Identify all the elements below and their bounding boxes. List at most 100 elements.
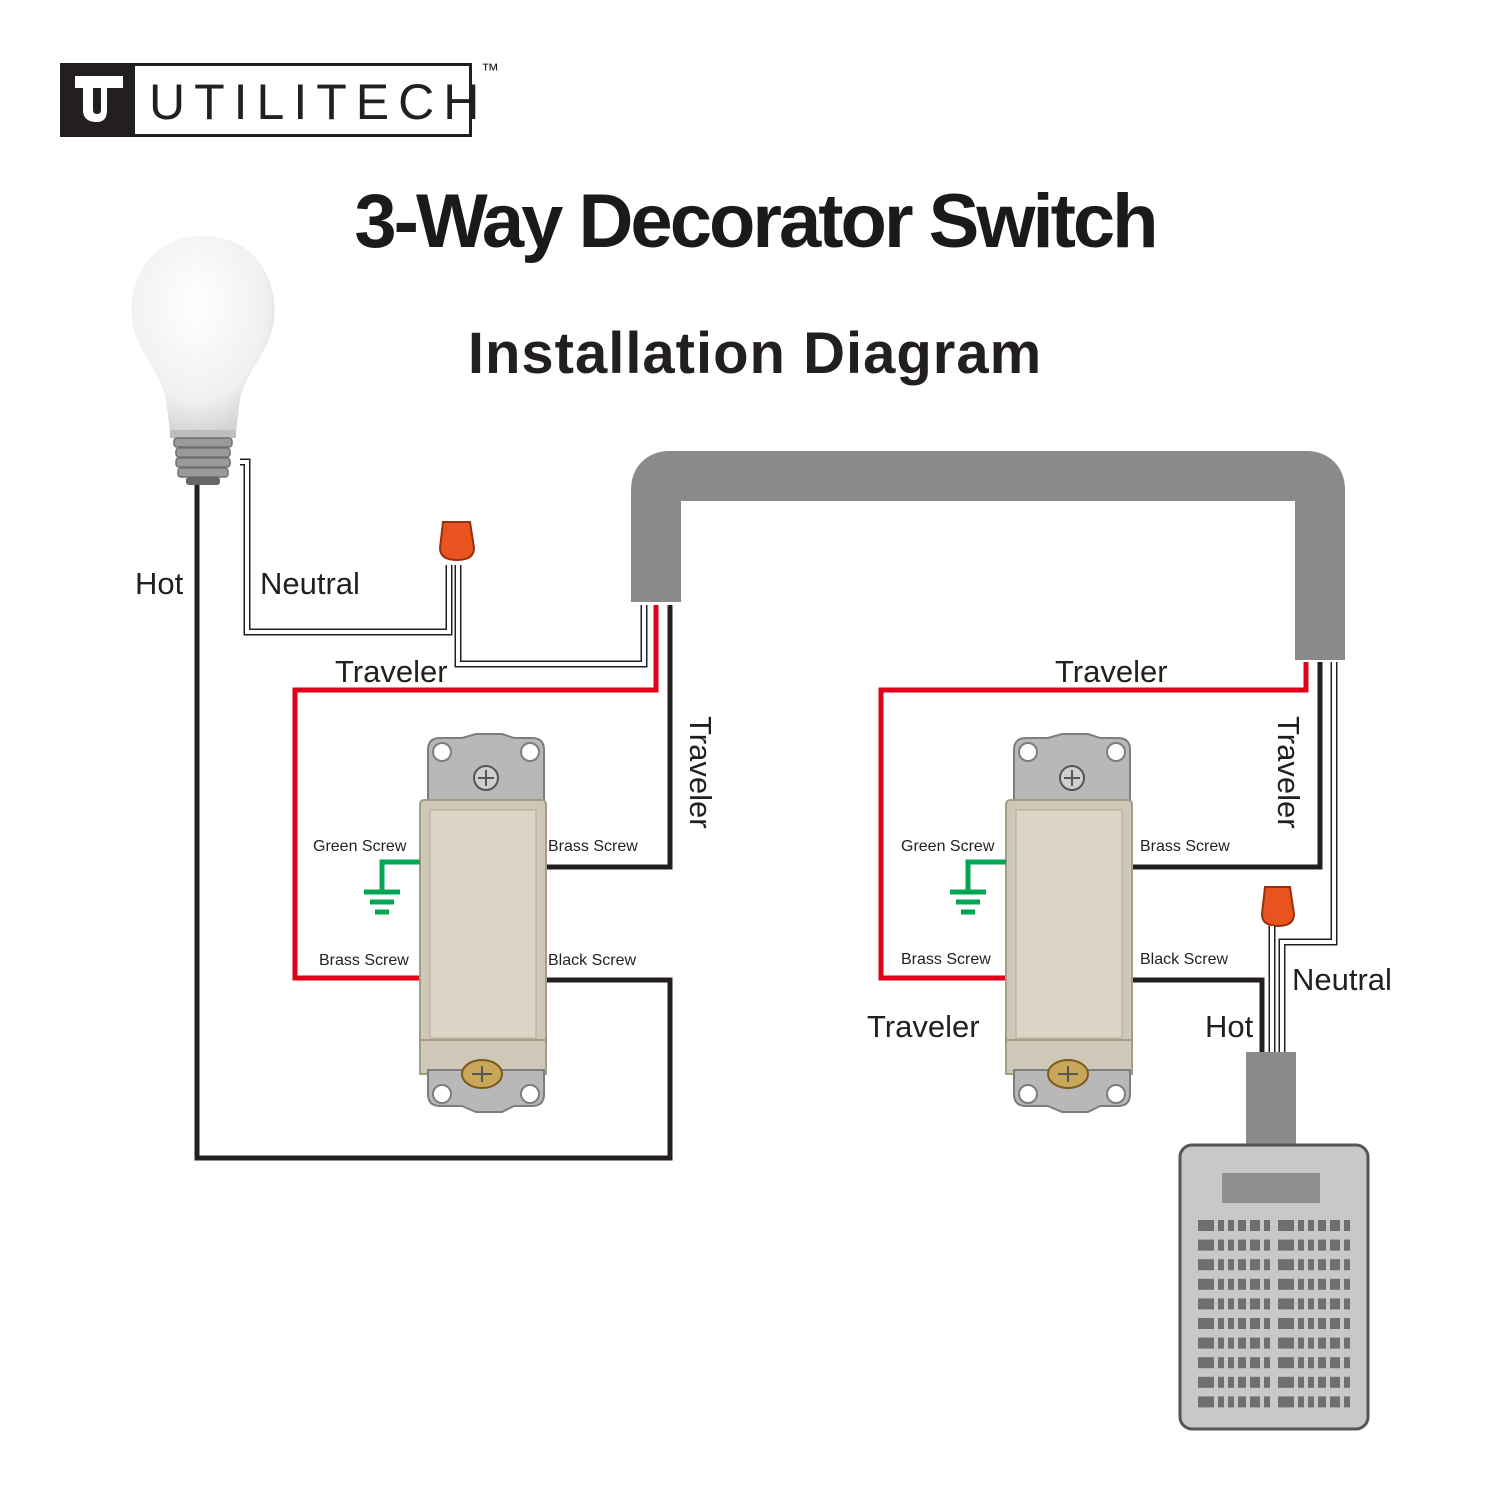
breaker-slot — [1308, 1396, 1314, 1408]
breaker-slot — [1298, 1220, 1304, 1231]
wire-nut-left-icon — [438, 521, 476, 562]
breaker-slot — [1344, 1220, 1350, 1231]
breaker-slot — [1308, 1259, 1314, 1271]
breaker-slot — [1238, 1318, 1246, 1329]
breaker-slot — [1298, 1318, 1304, 1329]
breaker-slot — [1250, 1318, 1260, 1329]
breaker-slot — [1330, 1278, 1340, 1290]
breaker-slot — [1264, 1376, 1270, 1388]
breaker-slot — [1308, 1298, 1314, 1310]
breaker-slot — [1228, 1278, 1234, 1290]
breaker-slot — [1250, 1259, 1260, 1271]
label-left-brass-screw-top: Brass Screw — [548, 838, 638, 855]
breaker-slot — [1344, 1357, 1350, 1369]
label-hot-left: Hot — [135, 566, 184, 601]
breaker-slot — [1218, 1298, 1224, 1310]
breaker-slot — [1218, 1220, 1224, 1231]
breaker-slot — [1238, 1337, 1246, 1349]
breaker-slot — [1264, 1318, 1270, 1329]
breaker-slot — [1250, 1278, 1260, 1290]
breaker-slot — [1218, 1259, 1224, 1271]
breaker-slot — [1298, 1357, 1304, 1369]
breaker-slot — [1228, 1396, 1234, 1408]
breaker-slot — [1308, 1278, 1314, 1290]
breaker-slot — [1264, 1239, 1270, 1251]
breaker-slot — [1278, 1298, 1294, 1310]
breaker-slot — [1344, 1278, 1350, 1290]
breaker-slot — [1298, 1396, 1304, 1408]
breaker-slot — [1238, 1357, 1246, 1369]
breaker-slot — [1264, 1396, 1270, 1408]
breaker-slot — [1228, 1376, 1234, 1388]
breaker-slot — [1278, 1239, 1294, 1251]
breaker-slot — [1218, 1396, 1224, 1408]
breaker-slot — [1198, 1239, 1214, 1251]
breaker-slot — [1238, 1298, 1246, 1310]
cable-overhead — [631, 451, 1345, 660]
breaker-slot — [1264, 1278, 1270, 1290]
page-subtitle: Installation Diagram — [467, 321, 1043, 386]
breaker-slot — [1238, 1396, 1246, 1408]
breaker-slot — [1250, 1239, 1260, 1251]
trademark-symbol: ™ — [481, 60, 499, 80]
breaker-slot — [1264, 1298, 1270, 1310]
breaker-slot — [1198, 1376, 1214, 1388]
label-neutral-left: Neutral — [260, 566, 360, 601]
wire-traveler-red-left — [292, 605, 659, 981]
breaker-slot — [1228, 1318, 1234, 1329]
breaker-slot — [1264, 1357, 1270, 1369]
breaker-slot — [1298, 1259, 1304, 1271]
breaker-slot — [1250, 1396, 1260, 1408]
breaker-slot — [1238, 1220, 1246, 1231]
label-traveler-left-top: Traveler — [335, 654, 448, 689]
breaker-slot — [1318, 1220, 1326, 1231]
breaker-slot — [1318, 1396, 1326, 1408]
breaker-slot — [1264, 1259, 1270, 1271]
breaker-slot — [1344, 1298, 1350, 1310]
breaker-slot — [1318, 1376, 1326, 1388]
ground-symbol-right-icon — [950, 859, 1006, 915]
breaker-slot — [1228, 1337, 1234, 1349]
breaker-slot — [1330, 1357, 1340, 1369]
breaker-slot — [1298, 1298, 1304, 1310]
ground-symbol-left-icon — [364, 859, 420, 915]
breaker-slot — [1228, 1298, 1234, 1310]
breaker-slot — [1318, 1278, 1326, 1290]
breaker-slot — [1264, 1220, 1270, 1231]
breaker-panel-icon — [1178, 1143, 1370, 1431]
breaker-slot — [1278, 1337, 1294, 1349]
wire-traveler-black-right — [1132, 662, 1323, 870]
breaker-slot — [1344, 1318, 1350, 1329]
wire-hot-right — [1132, 977, 1265, 1052]
breaker-slot — [1198, 1278, 1214, 1290]
breaker-slot — [1298, 1337, 1304, 1349]
breaker-slot — [1330, 1376, 1340, 1388]
breaker-slot — [1330, 1298, 1340, 1310]
breaker-slot — [1218, 1357, 1224, 1369]
brand-name: UTILITECH — [149, 74, 489, 130]
breaker-slot — [1298, 1376, 1304, 1388]
label-traveler-right-top: Traveler — [1055, 654, 1168, 689]
breaker-slot — [1250, 1298, 1260, 1310]
logo-mark-icon — [63, 66, 135, 134]
breaker-slot — [1308, 1239, 1314, 1251]
breaker-slot — [1198, 1298, 1214, 1310]
breaker-slot — [1238, 1239, 1246, 1251]
label-right-brass-screw-bottom: Brass Screw — [901, 951, 991, 968]
breaker-slot — [1318, 1259, 1326, 1271]
breaker-slot — [1278, 1318, 1294, 1329]
breaker-slot — [1330, 1239, 1340, 1251]
breaker-slot — [1330, 1318, 1340, 1329]
breaker-slot — [1308, 1376, 1314, 1388]
wire-traveler-black-left — [545, 605, 673, 870]
breaker-slot — [1228, 1239, 1234, 1251]
breaker-slot — [1330, 1220, 1340, 1231]
breaker-slot — [1308, 1220, 1314, 1231]
breaker-slot — [1238, 1259, 1246, 1271]
breaker-slot — [1330, 1396, 1340, 1408]
breaker-slot — [1198, 1220, 1214, 1231]
breaker-slot — [1264, 1337, 1270, 1349]
breaker-slot — [1278, 1396, 1294, 1408]
switch-right — [1005, 733, 1133, 1113]
